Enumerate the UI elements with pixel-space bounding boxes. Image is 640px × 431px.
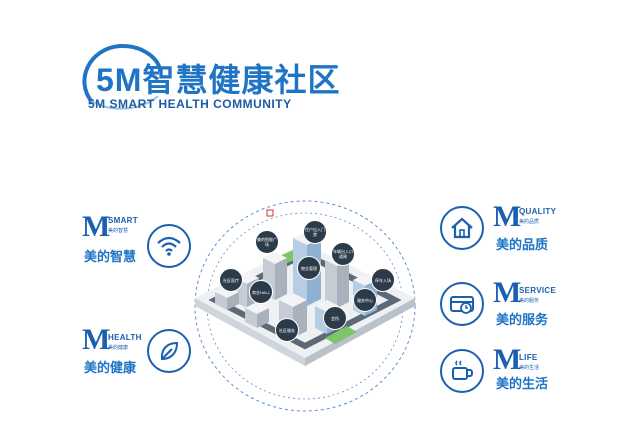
leaf-icon: [147, 329, 191, 373]
feature-tiny-label: 美的智慧: [108, 228, 129, 234]
feature-health: M HEALTH 美的健康 美的健康: [82, 323, 232, 393]
cup-icon: [440, 349, 484, 393]
page-subtitle: 5M SMART HEALTH COMMUNITY: [88, 97, 292, 111]
logo-swoosh: [82, 43, 162, 110]
feature-tiny-label: 美的服务: [519, 298, 540, 304]
feature-tiny-label: 美的品质: [519, 219, 540, 225]
m-logo: M: [82, 323, 111, 356]
feature-smart: M SMART 美的智慧 美的智慧: [82, 210, 232, 280]
feature-life: M LIFE 美的生活 美的生活: [440, 343, 590, 417]
map-bubble: 车辆出入口道闸: [331, 242, 355, 266]
page-title: 5M智慧健康社区: [96, 62, 341, 98]
m-logo: M: [82, 210, 111, 243]
service-icon: [440, 282, 484, 326]
map-bubble: 服务中心: [353, 288, 377, 312]
feature-label: 美的服务: [496, 312, 549, 327]
feature-sub-label: LIFE: [519, 353, 538, 362]
m-logo: M: [493, 276, 522, 309]
feature-label: 美的生活: [496, 376, 549, 391]
feature-service: M SERVICE 美的服务 美的服务: [440, 278, 590, 348]
feature-sub-label: QUALITY: [519, 207, 557, 216]
feature-tiny-label: 美的健康: [108, 345, 129, 351]
m-logo: M: [493, 343, 522, 376]
feature-tiny-label: 美的生活: [519, 365, 540, 371]
m-logo: M: [493, 200, 522, 233]
feature-quality: M QUALITY 美的品质 美的品质: [440, 200, 590, 270]
feature-sub-label: SERVICE: [519, 286, 557, 295]
map-bubble: 会所: [323, 306, 347, 330]
feature-sub-label: HEALTH: [108, 333, 142, 342]
map-bubble: 住户出入门禁: [303, 220, 327, 244]
map-bubble: 社区服务: [275, 318, 299, 342]
feature-label: 美的智慧: [84, 249, 137, 264]
house-icon: [440, 206, 484, 250]
map-bubble: 社区医疗: [219, 268, 243, 292]
community-map: 美的智能广场 住户出入门禁 车辆出入口道闸 物业管理 社区医疗 商业HALL 停…: [175, 188, 435, 418]
feature-label: 美的健康: [84, 360, 137, 375]
map-bubble: 物业管理: [297, 256, 321, 280]
map-illustration: [194, 200, 416, 412]
wifi-icon: [147, 224, 191, 268]
map-bubble: 美的智能广场: [255, 230, 279, 254]
feature-label: 美的品质: [496, 237, 549, 252]
map-bubble: 停车入场: [371, 268, 395, 292]
map-bubble: 商业HALL: [249, 280, 273, 304]
feature-sub-label: SMART: [108, 216, 138, 225]
